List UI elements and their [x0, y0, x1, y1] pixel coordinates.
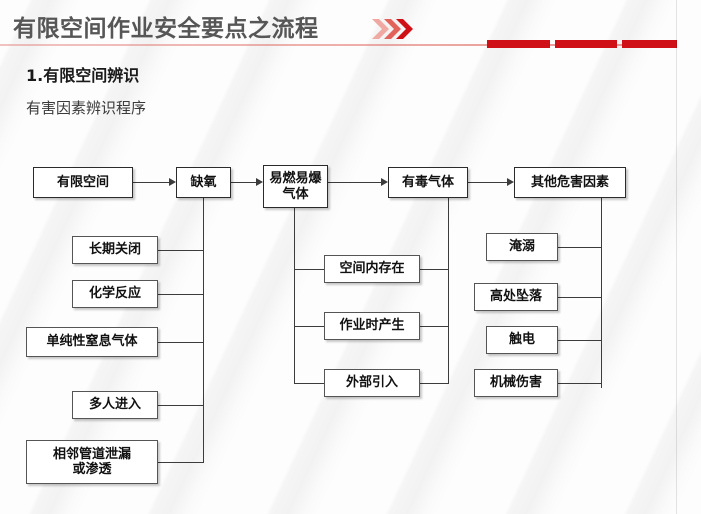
- triple-chevron-right-icon: [371, 17, 415, 41]
- flow-node-chemical-reaction[interactable]: 化学反应: [72, 280, 158, 308]
- flow-node-existing-in-space[interactable]: 空间内存在: [324, 255, 420, 283]
- connector-toxic-introduced-externally: [420, 383, 449, 385]
- flow-node-flammable-explosive-gas[interactable]: 易燃易爆 气体: [263, 165, 328, 208]
- trunk-oxygen-branch: [203, 198, 205, 463]
- connector-gas-introduced-externally: [294, 383, 324, 385]
- section-subtitle: 有害因素辨识程序: [26, 99, 147, 117]
- trunk-other-hazard-branch: [601, 198, 603, 388]
- arrow-confined-to-oxygen: [169, 178, 176, 186]
- connector-other-mechanical-injury: [558, 383, 602, 385]
- connector-gas-to-toxic: [328, 182, 381, 184]
- header-divider: [0, 44, 677, 46]
- flow-node-electric-shock[interactable]: 触电: [486, 326, 558, 354]
- arrow-oxygen-to-gas: [256, 178, 263, 186]
- connector-confined-to-oxygen: [133, 182, 169, 184]
- connector-oxygen-simple-asphyxiant-gas: [158, 342, 204, 344]
- trunk-gas-branch-left: [294, 208, 296, 383]
- trunk-toxic-branch-right: [448, 198, 450, 383]
- connector-oxygen-multiple-people-entry: [158, 405, 204, 407]
- flow-node-generated-during-work[interactable]: 作业时产生: [324, 312, 420, 340]
- connector-other-fall-from-height: [558, 297, 602, 299]
- connector-gas-existing-in-space: [294, 269, 324, 271]
- connector-oxygen-chemical-reaction: [158, 294, 204, 296]
- slide-header: 有限空间作业安全要点之流程: [0, 0, 701, 52]
- connector-other-drowning: [558, 247, 602, 249]
- connector-toxic-to-other: [468, 182, 507, 184]
- flow-node-drowning[interactable]: 淹溺: [486, 233, 558, 261]
- flow-node-long-term-closed[interactable]: 长期关闭: [72, 236, 158, 264]
- connector-toxic-existing-in-space: [420, 269, 449, 271]
- connector-oxygen-to-gas: [231, 182, 256, 184]
- arrow-gas-to-toxic: [381, 178, 388, 186]
- flow-node-other-hazard-factors[interactable]: 其他危害因素: [514, 167, 626, 198]
- section-heading: 1.有限空间辨识: [26, 66, 140, 85]
- connector-oxygen-adjacent-pipe-leak: [158, 462, 204, 464]
- connector-other-electric-shock: [558, 340, 602, 342]
- flow-node-toxic-gas[interactable]: 有毒气体: [388, 167, 468, 198]
- flow-node-multiple-people-entry[interactable]: 多人进入: [72, 391, 158, 419]
- connector-toxic-generated-during-work: [420, 326, 449, 328]
- flow-node-confined-space[interactable]: 有限空间: [33, 167, 133, 198]
- connector-oxygen-long-term-closed: [158, 250, 204, 252]
- page-title: 有限空间作业安全要点之流程: [13, 16, 319, 42]
- flow-node-simple-asphyxiant-gas[interactable]: 单纯性窒息气体: [26, 327, 158, 357]
- arrow-toxic-to-other: [507, 178, 514, 186]
- flow-node-adjacent-pipe-leak[interactable]: 相邻管道泄漏 或渗透: [26, 440, 158, 484]
- header-accent-bar-2: [555, 40, 617, 48]
- flow-node-oxygen-deficiency[interactable]: 缺氧: [176, 167, 231, 198]
- flow-node-fall-from-height[interactable]: 高处坠落: [474, 283, 558, 311]
- header-accent-bar-3: [622, 40, 677, 48]
- flow-node-mechanical-injury[interactable]: 机械伤害: [474, 369, 558, 397]
- flow-node-introduced-externally[interactable]: 外部引入: [324, 369, 420, 397]
- connector-gas-generated-during-work: [294, 326, 324, 328]
- header-accent-bar-1: [487, 40, 550, 48]
